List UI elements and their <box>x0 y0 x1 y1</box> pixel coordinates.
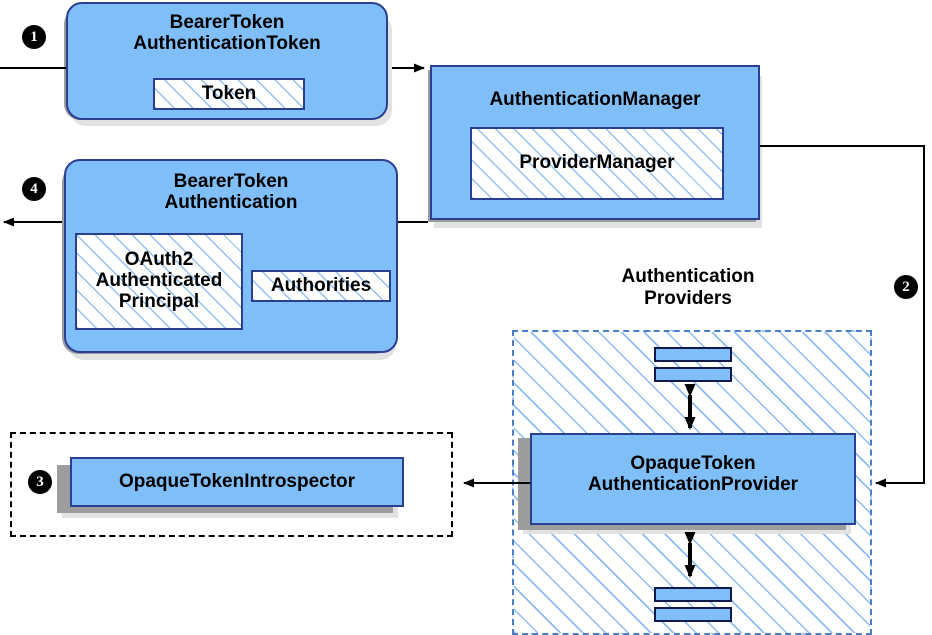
inner-box-token: Token <box>153 78 305 110</box>
badge-3: 3 <box>28 470 52 494</box>
opaque-token-introspector-title: OpaqueTokenIntrospector <box>118 471 356 492</box>
badge-1: 1 <box>22 25 46 49</box>
provider-stack-bar-top-2 <box>654 367 732 382</box>
inner-box-provider-manager: ProviderManager <box>470 127 724 200</box>
provider-stack-bar-bottom-2 <box>654 607 732 622</box>
provider-stack-bar-bottom-1 <box>654 587 732 602</box>
node-opaque-token-authentication-provider[interactable]: OpaqueToken AuthenticationProvider <box>530 433 856 525</box>
authentication-providers-label: Authentication Providers <box>621 266 755 309</box>
inner-box-oauth2-authenticated-principal: OAuth2 Authenticated Principal <box>75 233 243 330</box>
badge-2: 2 <box>894 275 918 299</box>
node-bearer-token-authentication-token[interactable]: BearerToken AuthenticationToken Token <box>66 2 388 120</box>
bearer-token-authentication-token-title: BearerToken AuthenticationToken <box>133 12 321 55</box>
node-authentication-manager[interactable]: AuthenticationManager ProviderManager <box>430 65 760 220</box>
provider-stack-bar-top-1 <box>654 347 732 362</box>
authentication-manager-title: AuthenticationManager <box>489 89 701 110</box>
opaque-token-authentication-provider-title: OpaqueToken AuthenticationProvider <box>587 453 799 496</box>
node-bearer-token-authentication[interactable]: BearerToken Authentication OAuth2 Authen… <box>64 159 398 353</box>
node-opaque-token-introspector[interactable]: OpaqueTokenIntrospector <box>70 457 404 507</box>
badge-4: 4 <box>22 177 46 201</box>
inner-box-authorities: Authorities <box>251 270 391 302</box>
bearer-token-authentication-title: BearerToken Authentication <box>164 171 298 214</box>
opaque-token-introspector-container <box>10 432 453 537</box>
